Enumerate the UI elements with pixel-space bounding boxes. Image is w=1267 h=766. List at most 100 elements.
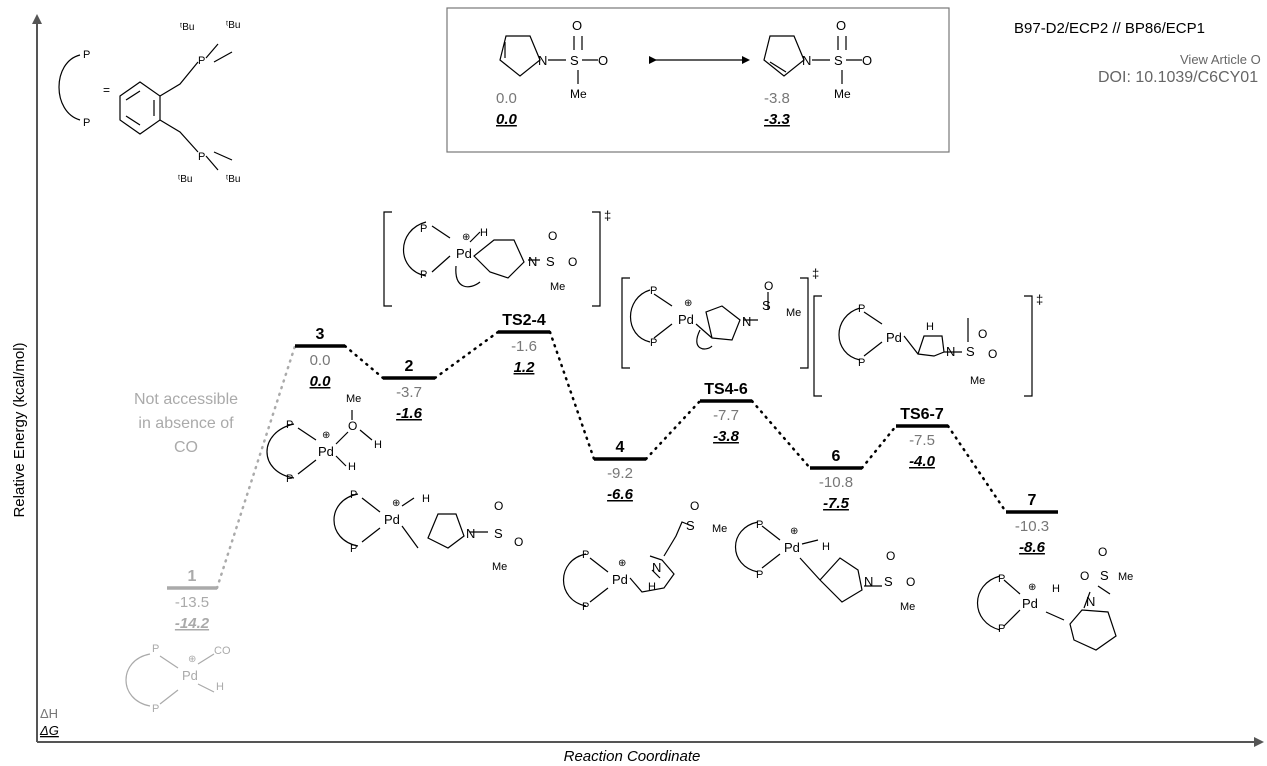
atom-n: N <box>946 344 955 359</box>
atom-s: S <box>966 344 975 359</box>
connector-TS6-7-to-7 <box>946 424 1008 514</box>
view-article-link[interactable]: View Article O <box>1180 52 1261 67</box>
state-label-6: 6 <box>832 448 841 465</box>
state-label-4: 4 <box>616 439 625 456</box>
key-tbu-3: ᵗBu <box>178 174 192 185</box>
state-dg-TS6-7: -4.0 <box>909 453 936 470</box>
atom-me: Me <box>1118 571 1133 583</box>
atom-p: P <box>756 569 763 581</box>
atom-o: O <box>1080 569 1089 583</box>
state-dh-7: -10.3 <box>1015 518 1049 535</box>
state-label-TS6-7: TS6-7 <box>900 406 944 423</box>
inset-o2-right: O <box>862 53 872 68</box>
atom-pd: Pd <box>886 330 902 345</box>
connector-4-to-TS4-6 <box>644 399 702 461</box>
atom-dagger: ‡ <box>1036 292 1043 307</box>
atom-pd: Pd <box>1022 596 1038 611</box>
connector-1-to-3 <box>215 344 297 590</box>
atom-p: P <box>998 623 1005 635</box>
atom-plus: ⊕ <box>684 298 692 309</box>
inset-o1-right: O <box>836 18 846 33</box>
atom-me: Me <box>346 393 361 405</box>
inset-molecules <box>499 35 862 84</box>
atom-pd: Pd <box>456 246 472 261</box>
atom-n: N <box>1086 594 1095 609</box>
state-dg-6: -7.5 <box>823 495 850 512</box>
atom-s: S <box>762 298 771 313</box>
atom-h: H <box>480 227 488 239</box>
connector-3-to-2 <box>343 344 385 380</box>
structure-sketches <box>125 211 1117 707</box>
state-dg-1: -14.2 <box>175 615 210 632</box>
atom-n: N <box>528 254 537 269</box>
atom-plus: ⊕ <box>1028 582 1036 593</box>
inset-right-dh: -3.8 <box>764 90 790 107</box>
atom-o: O <box>494 499 503 513</box>
inset-n-left: N <box>538 53 547 68</box>
inset-me-right: Me <box>834 87 851 101</box>
state-label-TS2-4: TS2-4 <box>502 312 546 329</box>
atom-o: O <box>568 255 577 269</box>
atom-p: P <box>350 489 357 501</box>
atom-pd: Pd <box>612 572 628 587</box>
atom-h: H <box>374 439 382 451</box>
atom-plus: ⊕ <box>790 526 798 537</box>
inset-n-right: N <box>802 53 811 68</box>
key-tbu-4: ᵗBu <box>226 174 240 185</box>
atom-me: Me <box>550 281 565 293</box>
state-dg-TS4-6: -3.8 <box>713 428 740 445</box>
state-label-TS4-6: TS4-6 <box>704 381 748 398</box>
atom-p: P <box>152 643 159 655</box>
atom-pd: Pd <box>182 668 198 683</box>
state-label-3: 3 <box>316 326 325 343</box>
atom-n: N <box>742 314 751 329</box>
atom-p: P <box>350 543 357 555</box>
atom-dagger: ‡ <box>604 208 611 223</box>
inset-left-dg: 0.0 <box>496 111 518 128</box>
atom-p: P <box>650 337 657 349</box>
legend-dh: ΔH <box>40 706 58 721</box>
atom-me: Me <box>786 307 801 319</box>
key-equals: = <box>103 83 110 97</box>
atom-h: H <box>822 541 830 553</box>
atom-pd: Pd <box>318 444 334 459</box>
key-p-2: P <box>198 151 205 163</box>
state-dg-3: 0.0 <box>310 373 332 390</box>
atom-p: P <box>420 223 427 235</box>
atom-n: N <box>864 574 873 589</box>
x-axis-label: Reaction Coordinate <box>564 748 701 765</box>
atom-co: CO <box>214 645 231 657</box>
ligand-key <box>58 43 233 171</box>
atom-s: S <box>884 574 893 589</box>
atom-p: P <box>152 703 159 715</box>
atom-p: P <box>420 269 427 281</box>
atom-o: O <box>514 535 523 549</box>
atom-o: O <box>1098 545 1107 559</box>
atom-h: H <box>422 493 430 505</box>
atom-p: P <box>286 473 293 485</box>
inset-right-dg: -3.3 <box>764 111 791 128</box>
atom-o: O <box>690 499 699 513</box>
atom-h: H <box>1052 583 1060 595</box>
legend-dg: ΔG <box>39 723 59 738</box>
atom-plus: ⊕ <box>188 654 196 665</box>
atom-s: S <box>686 518 695 533</box>
key-p-bottom: P <box>83 117 90 129</box>
inset-o1-left: O <box>572 18 582 33</box>
atom-n: N <box>652 560 661 575</box>
y-axis-label: Relative Energy (kcal/mol) <box>11 342 28 517</box>
state-dh-TS6-7: -7.5 <box>909 432 935 449</box>
inset-box <box>446 7 950 153</box>
atom-me: Me <box>900 601 915 613</box>
connector-TS2-4-to-4 <box>548 330 596 461</box>
atom-plus: ⊕ <box>322 430 330 441</box>
atom-s: S <box>1100 568 1109 583</box>
atom-p: P <box>582 549 589 561</box>
atom-n: N <box>466 526 475 541</box>
atom-pd: Pd <box>784 540 800 555</box>
note-line-2: in absence of <box>138 415 234 432</box>
atom-h: H <box>648 581 656 593</box>
atom-me: Me <box>492 561 507 573</box>
connector-TS4-6-to-6 <box>750 399 812 470</box>
